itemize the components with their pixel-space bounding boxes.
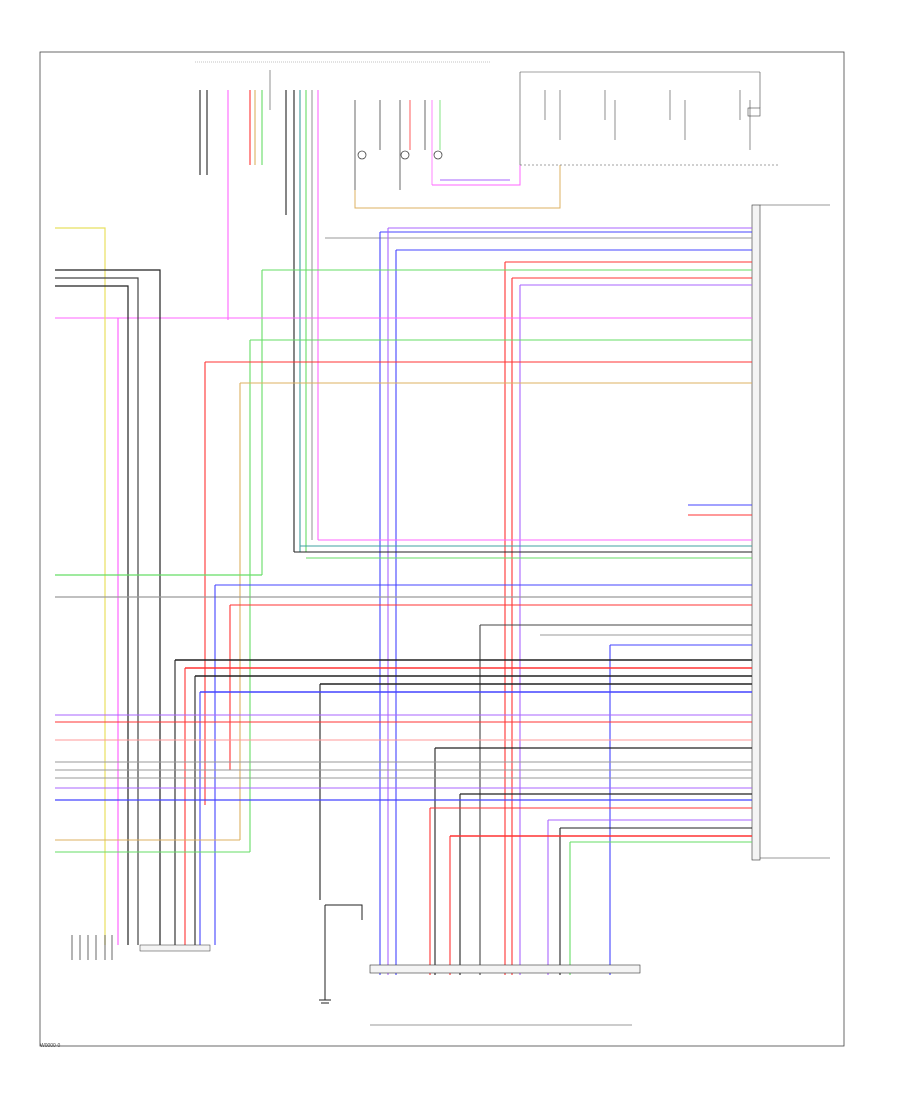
control-unit-connector [751,204,830,861]
antenna-module [71,935,113,960]
ecu-upper-wires [55,227,752,975]
mirror-switch-group [519,71,780,166]
left-input-wires [55,227,752,945]
audio-unit-connector [139,944,211,952]
display-unit-connector [369,964,641,1026]
ecu-middle-wires [55,504,752,975]
diagram-border [39,51,845,1047]
lamp-switch-area [354,100,561,209]
diagram-code: W0000-0 [40,1043,61,1049]
top-vertical-wires [199,70,319,552]
ground-symbol [319,904,363,1004]
